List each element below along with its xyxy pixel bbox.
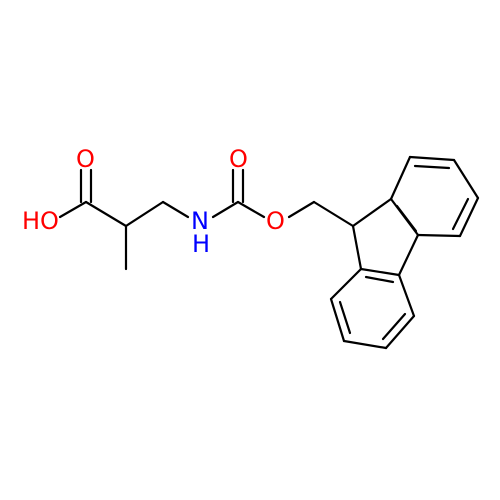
bond-c4-c4a: [416, 233, 462, 238]
bond-c1-c2-ring-inner: [413, 164, 451, 170]
oxygen-atom-ester: O: [266, 207, 285, 235]
bond-c6-c5: [384, 314, 416, 350]
bond-c8-c7-inner: [338, 300, 352, 335]
bond-c1-c2-ring: [408, 155, 456, 162]
bond-c8a-c8: [329, 267, 363, 301]
bond-c8a-c4b-inner: [364, 275, 395, 284]
bond-c9a-c4a-inner: [395, 204, 418, 233]
hydroxyl-group-label: HO: [22, 207, 59, 235]
nitrogen-atom: N: [191, 207, 209, 235]
bond-c6-c5-inner: [381, 312, 407, 341]
bond-c1-oh: [58, 200, 88, 219]
bond-c8-c7: [329, 297, 346, 343]
bond-c2-c3-ring: [452, 158, 480, 200]
bond-c7-c6: [342, 339, 388, 350]
bond-c1-c2: [84, 200, 128, 228]
bond-c4-o-ester: [236, 200, 266, 219]
bond-c4b-c8a: [359, 267, 401, 277]
bond-c9-c8a: [351, 224, 363, 271]
oxygen-atom-carbamate-carbonyl: O: [229, 145, 248, 173]
bond-c3-c4-ring: [458, 196, 480, 238]
bond-c3-c4-ring-inner: [451, 197, 470, 231]
oxygen-atom-acid-carbonyl: O: [76, 145, 95, 173]
bond-c2-c3: [124, 200, 165, 228]
bond-o-ester-ch2: [287, 200, 316, 219]
bond-n-c4: [211, 200, 240, 219]
nitrogen-hydrogen: H: [192, 230, 210, 258]
bond-c4a-c4b: [397, 233, 420, 277]
bond-ch2-c9: [312, 200, 355, 228]
bond-c5-c4b: [397, 273, 416, 318]
bond-c9-c9a: [351, 197, 393, 228]
bond-c3-n: [161, 200, 190, 219]
bond-c9a-c1: [389, 155, 412, 201]
